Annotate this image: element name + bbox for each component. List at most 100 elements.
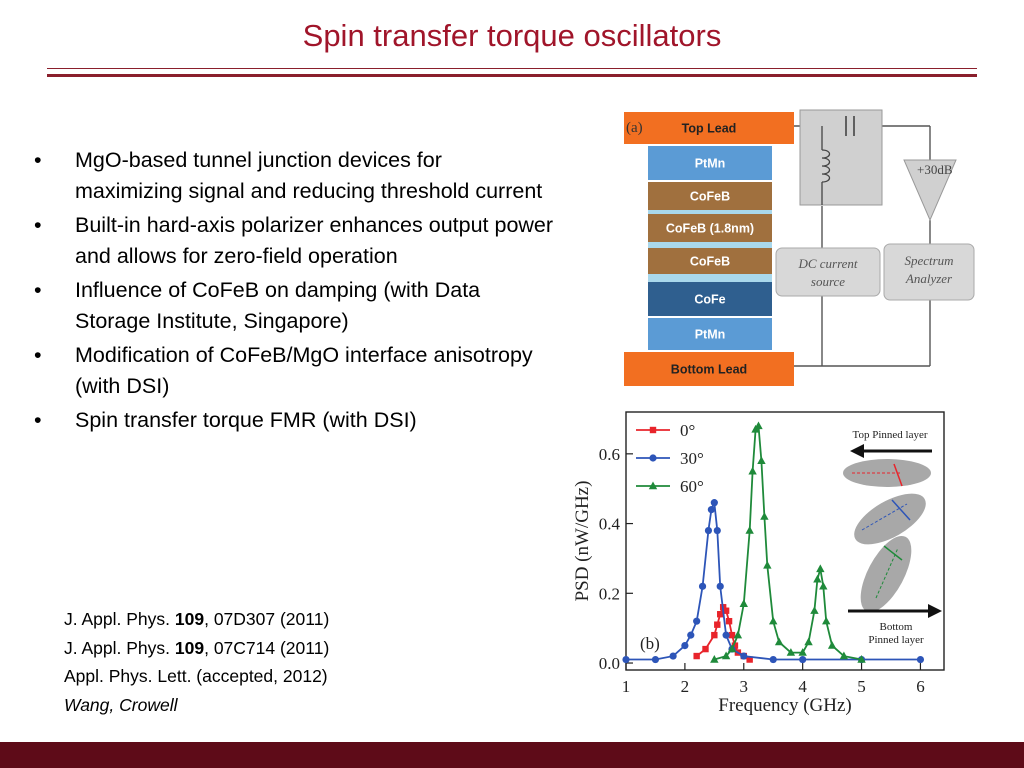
data-point: [687, 631, 695, 639]
data-point: [702, 645, 709, 653]
data-point: [717, 611, 724, 618]
data-point: [748, 466, 757, 475]
data-point: [786, 648, 796, 656]
data-point: [822, 616, 831, 625]
layer-top-lead: [624, 112, 794, 144]
bullet-symbol: •: [34, 343, 42, 367]
data-point: [707, 506, 715, 514]
data-point: [704, 526, 713, 535]
references: J. Appl. Phys. 109, 07D307 (2011) J. App…: [64, 605, 329, 719]
y-tick-label: 0.2: [599, 584, 620, 603]
layer-cofeb: [648, 248, 772, 274]
data-point: [798, 648, 807, 656]
data-point: [799, 655, 807, 664]
layer-cofeb: [648, 182, 772, 210]
layer-cofe: [648, 282, 772, 316]
series-triangle: [710, 421, 866, 663]
bullet-text: Built-in hard-axis polarizer enhances ou…: [75, 213, 554, 268]
layer-label: CoFeB (1.8nm): [666, 222, 754, 236]
spacer-layer: [648, 274, 772, 282]
reference-line: J. Appl. Phys. 109, 07C714 (2011): [64, 637, 330, 658]
arrow-left-icon: [850, 444, 864, 458]
bullet-item: • Built-in hard-axis polarizer enhances o…: [34, 210, 554, 272]
layer-label: CoFeB: [690, 190, 730, 204]
layer-cofeb-1-8nm-: [648, 214, 772, 242]
data-point: [728, 631, 736, 639]
svg-text:DC current: DC current: [797, 256, 857, 271]
data-point: [698, 582, 707, 590]
data-point: [769, 616, 778, 625]
panel-label-b: (b): [640, 634, 660, 653]
spacer-layer: [648, 210, 772, 214]
data-point: [739, 599, 748, 607]
svg-text:source: source: [811, 274, 845, 289]
svg-text:Bottom: Bottom: [879, 621, 912, 633]
svg-text:Pinned layer: Pinned layer: [868, 634, 924, 646]
data-point: [916, 655, 925, 664]
bullet-symbol: •: [34, 408, 42, 432]
data-point: [774, 637, 784, 646]
data-point: [769, 655, 777, 664]
data-point: [740, 652, 748, 660]
layer-ptmn: [648, 146, 772, 180]
x-tick-label: 4: [798, 677, 807, 696]
data-point: [722, 631, 730, 639]
bullet-item: • Spin transfer torque FMR (with DSI): [34, 405, 554, 436]
inductor-icon: [821, 149, 831, 183]
x-tick-label: 2: [681, 677, 690, 696]
ellipse-30deg: [854, 493, 926, 545]
panel-label-a: (a): [626, 120, 643, 136]
layer-label: CoFe: [694, 293, 725, 307]
data-point: [711, 631, 718, 639]
layer-label: PtMn: [695, 157, 726, 171]
data-point: [754, 421, 763, 430]
data-point: [651, 655, 660, 664]
arrow-right-icon: [928, 604, 942, 618]
data-point: [763, 560, 772, 569]
layer-ptmn: [648, 318, 772, 350]
amplifier-label: +30dB: [917, 162, 953, 177]
data-point: [816, 564, 825, 573]
layer-label: CoFeB: [690, 255, 730, 269]
y-axis-label: PSD (nW/GHz): [572, 481, 593, 602]
bullet-text: MgO-based tunnel junction devices for ma…: [75, 148, 543, 203]
data-point: [649, 454, 657, 462]
spacer-layer: [648, 242, 772, 248]
data-point: [731, 642, 739, 649]
data-point: [746, 656, 753, 663]
bullet-symbol: •: [34, 148, 42, 172]
bullet-text: Spin transfer torque FMR (with DSI): [75, 408, 417, 432]
data-point: [810, 606, 819, 614]
x-axis-label: Frequency (GHz): [718, 695, 851, 716]
bullet-item: • MgO-based tunnel junction devices for m…: [34, 145, 554, 207]
legend-label: 30°: [680, 449, 704, 468]
bullet-text: Influence of CoFeB on damping (with Data…: [75, 278, 481, 333]
data-point: [721, 651, 731, 660]
legend: 0°30°60°: [636, 421, 704, 496]
data-point: [813, 574, 822, 583]
y-tick-label: 0.4: [599, 515, 621, 534]
data-point: [693, 652, 700, 660]
data-point: [839, 651, 849, 660]
legend-label: 60°: [680, 477, 704, 496]
title-rule-thin: [47, 68, 977, 69]
svg-text:Spectrum: Spectrum: [904, 253, 953, 268]
data-point: [760, 512, 769, 520]
data-point: [693, 617, 701, 625]
data-point: [733, 630, 743, 639]
data-point: [745, 526, 754, 534]
reference-line: Appl. Phys. Lett. (accepted, 2012): [64, 666, 328, 686]
x-tick-label: 3: [740, 677, 749, 696]
data-point: [827, 641, 837, 649]
data-point: [648, 481, 658, 490]
data-point: [622, 655, 630, 664]
bullet-symbol: •: [34, 213, 42, 237]
data-point: [716, 582, 724, 590]
data-point: [804, 637, 813, 646]
data-point: [819, 581, 828, 590]
data-point: [722, 607, 730, 614]
data-point: [725, 617, 733, 625]
dc-current-source: [775, 247, 881, 297]
layer-label: Top Lead: [682, 122, 737, 136]
